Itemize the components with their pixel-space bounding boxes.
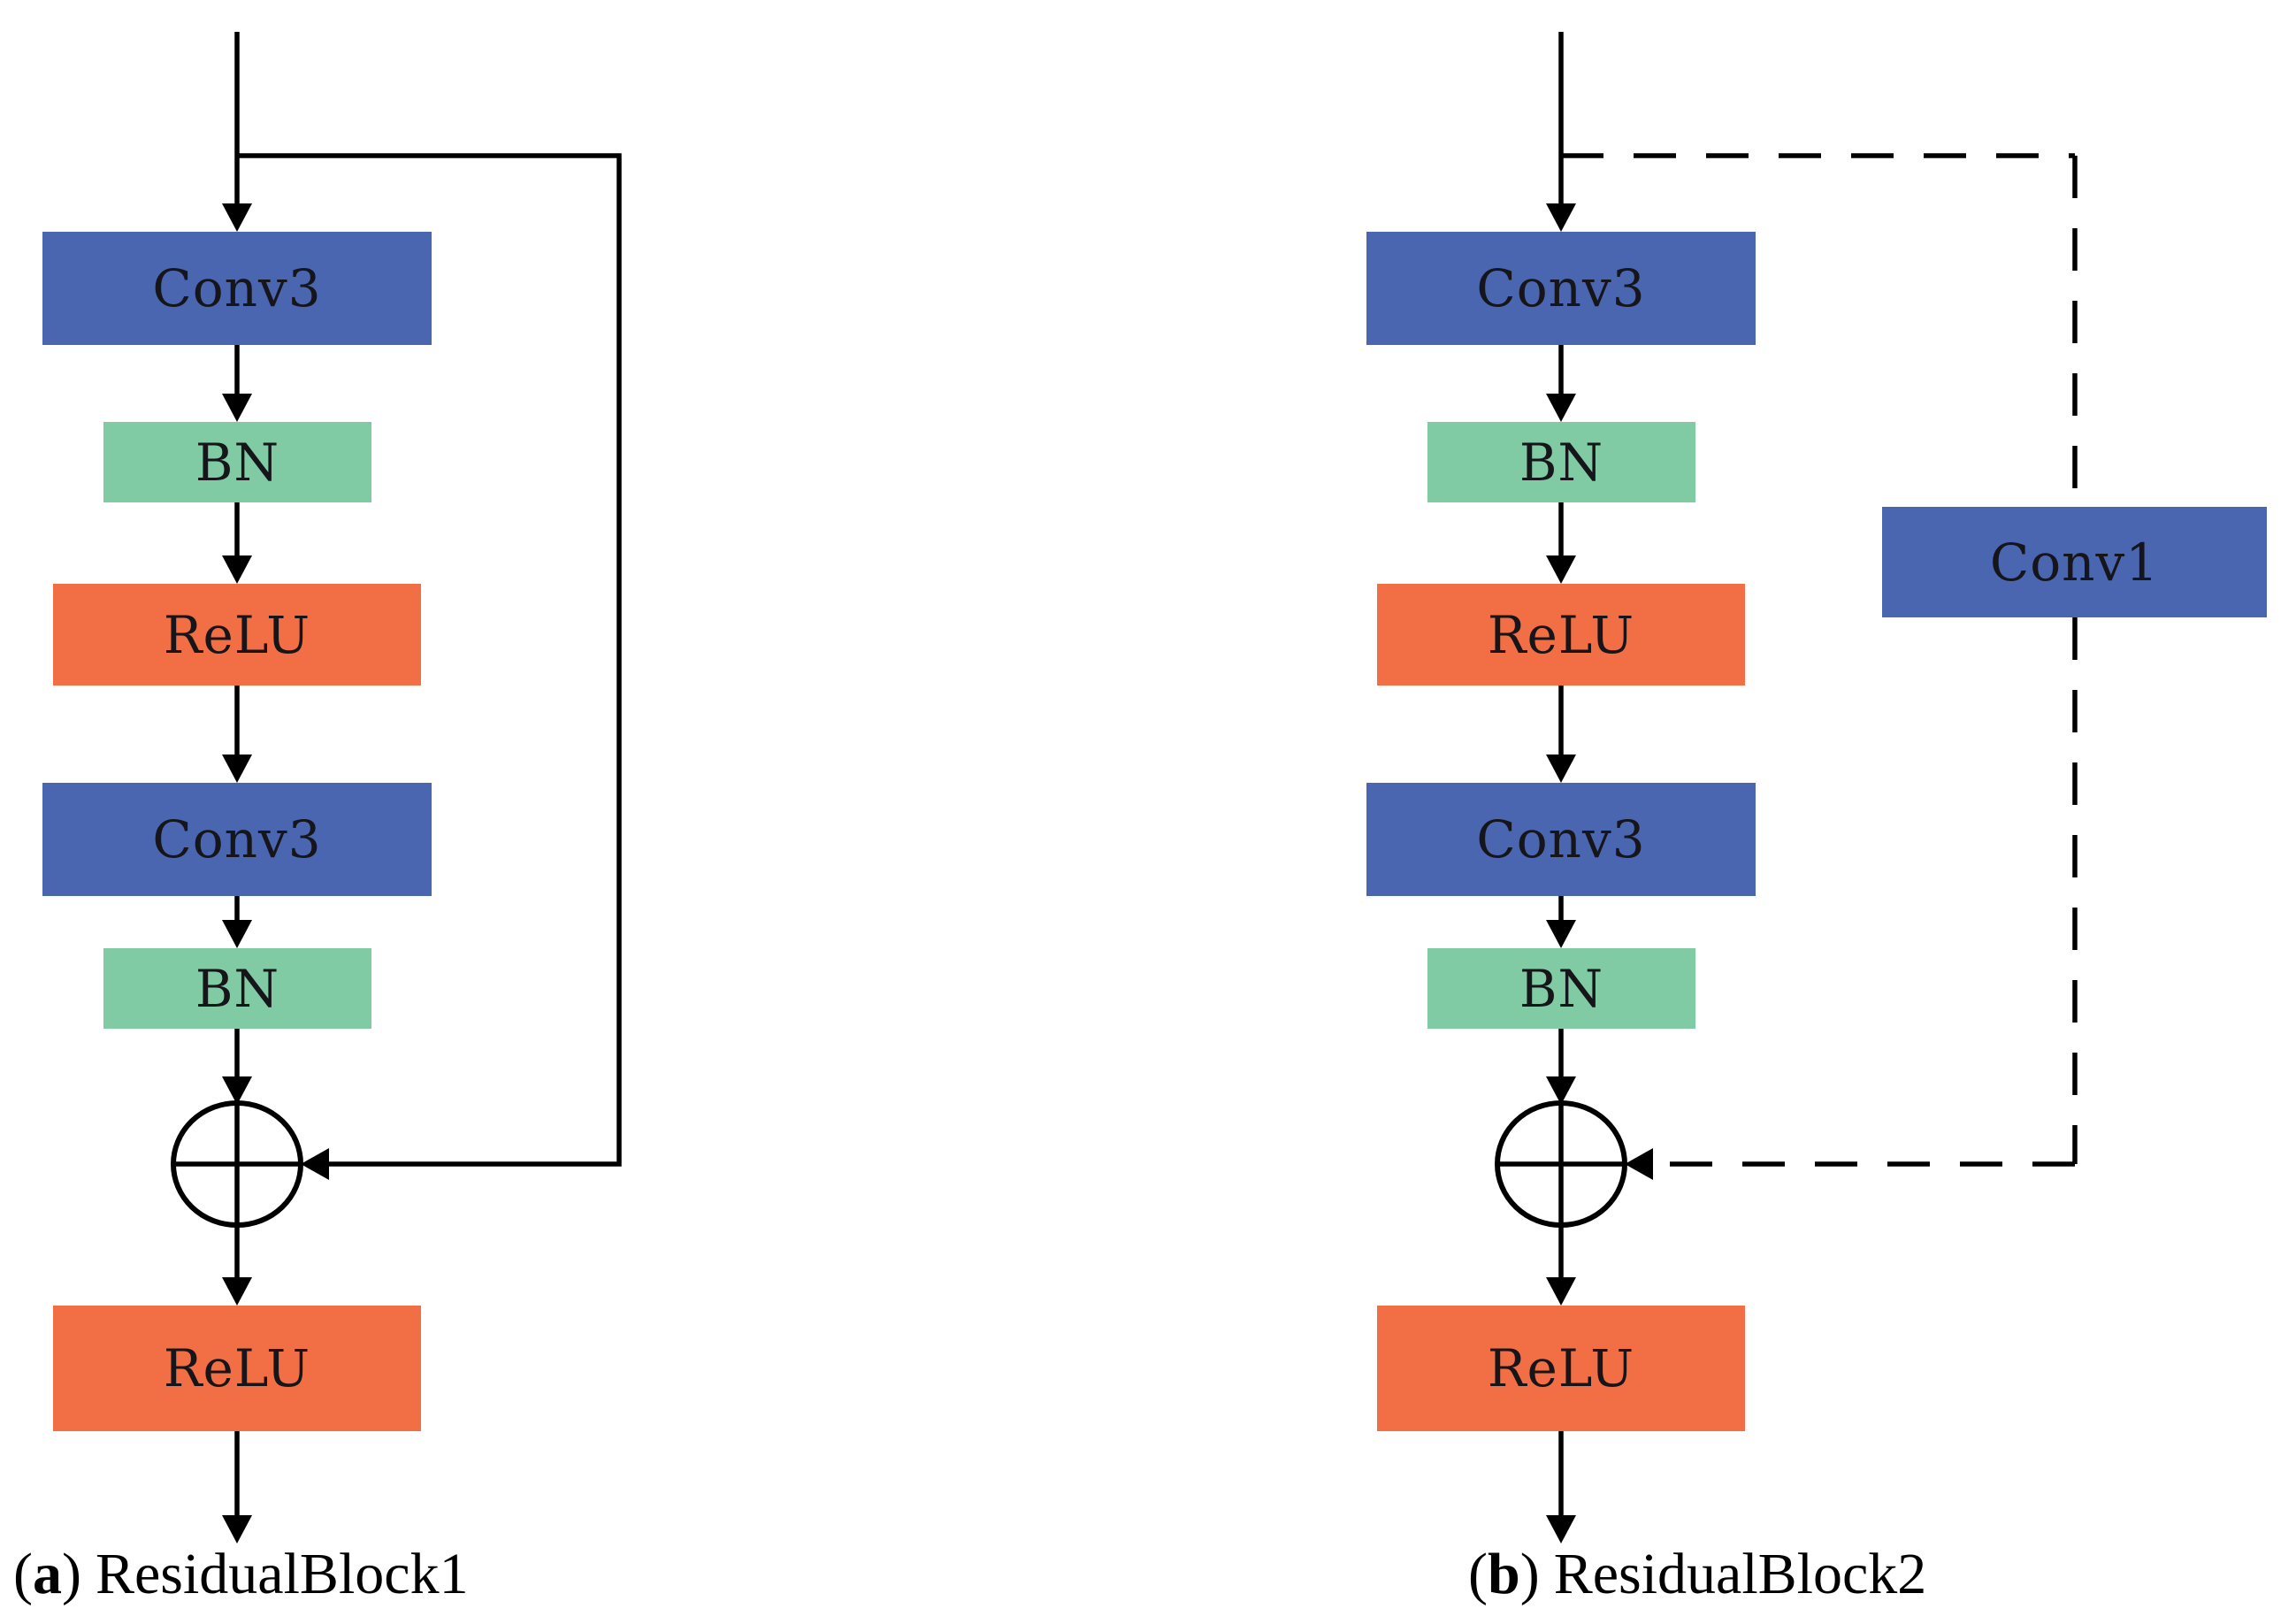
arrowhead-icon bbox=[222, 394, 252, 422]
arrowhead-icon bbox=[1546, 555, 1576, 584]
arrowhead-icon bbox=[1546, 1076, 1576, 1105]
arrowhead-icon bbox=[222, 1515, 252, 1544]
arrowhead-icon bbox=[1546, 1515, 1576, 1544]
flow-arrows-left bbox=[222, 32, 252, 1105]
block-bn-bottom-right: BN bbox=[1427, 948, 1695, 1029]
block-conv3-top-right: Conv3 bbox=[1366, 232, 1756, 345]
skip-connection-solid bbox=[237, 153, 622, 1180]
caption-letter: a bbox=[32, 1542, 62, 1606]
caption-letter: b bbox=[1487, 1542, 1520, 1606]
skip-connection-dashed bbox=[1561, 153, 2078, 1180]
arrowhead-icon bbox=[1546, 755, 1576, 783]
arrowhead-icon bbox=[222, 555, 252, 584]
residual-block1-wires bbox=[171, 32, 622, 1544]
block-conv3-top-left: Conv3 bbox=[42, 232, 432, 345]
block-bn-top-right: BN bbox=[1427, 422, 1695, 502]
caption-open-paren: ( bbox=[13, 1542, 33, 1606]
arrowhead-icon bbox=[1546, 1277, 1576, 1306]
residual-block2-wires bbox=[1495, 32, 2078, 1544]
caption-open-paren: ( bbox=[1468, 1542, 1488, 1606]
block-relu-output-right: ReLU bbox=[1377, 1306, 1745, 1431]
block-relu-mid-left: ReLU bbox=[53, 584, 421, 686]
skip-arrowhead-left-icon bbox=[301, 1148, 329, 1180]
block-bn-top-left: BN bbox=[103, 422, 371, 502]
caption-residual-block1: (a)ResidualBlock1 bbox=[13, 1541, 469, 1608]
block-bn-bottom-left: BN bbox=[103, 948, 371, 1029]
caption-close-paren: ) bbox=[61, 1542, 81, 1606]
arrowhead-icon bbox=[222, 1076, 252, 1105]
arrowhead-icon bbox=[222, 203, 252, 232]
arrowhead-icon bbox=[1546, 920, 1576, 948]
output-arrow-left bbox=[222, 1431, 252, 1544]
arrowhead-icon bbox=[1546, 394, 1576, 422]
block-relu-output-left: ReLU bbox=[53, 1306, 421, 1431]
block-conv1-skip-right: Conv1 bbox=[1882, 507, 2267, 617]
caption-title: ResidualBlock1 bbox=[95, 1542, 469, 1606]
block-conv3-bottom-right: Conv3 bbox=[1366, 783, 1756, 896]
caption-title: ResidualBlock2 bbox=[1553, 1542, 1927, 1606]
arrowhead-icon bbox=[1546, 203, 1576, 232]
block-relu-mid-right: ReLU bbox=[1377, 584, 1745, 686]
output-arrow-right bbox=[1546, 1431, 1576, 1544]
caption-residual-block2: (b)ResidualBlock2 bbox=[1468, 1541, 1926, 1608]
caption-close-paren: ) bbox=[1519, 1542, 1540, 1606]
skip-arrowhead-left-icon bbox=[1625, 1148, 1653, 1180]
flow-arrows-right bbox=[1546, 32, 1576, 1105]
block-conv3-bottom-left: Conv3 bbox=[42, 783, 432, 896]
arrowhead-icon bbox=[222, 920, 252, 948]
sum-junction-icon bbox=[171, 1100, 303, 1306]
sum-junction-icon bbox=[1495, 1100, 1627, 1306]
arrowhead-icon bbox=[222, 755, 252, 783]
arrowhead-icon bbox=[222, 1277, 252, 1306]
